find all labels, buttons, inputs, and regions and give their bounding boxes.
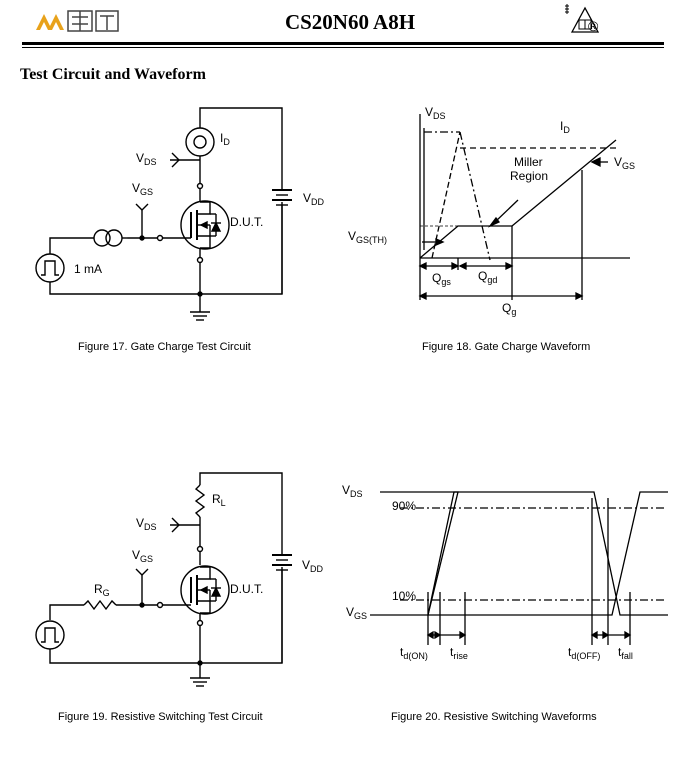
fig19-vgs-label: VGS bbox=[132, 548, 153, 564]
registered-mark: ® bbox=[588, 18, 599, 34]
fig18-vds-label: VDS bbox=[425, 105, 446, 121]
fig20-trise-label: trise bbox=[450, 645, 468, 661]
fig18-vgsth-label: VGS(TH) bbox=[348, 229, 387, 245]
fig20-tfall-label: tfall bbox=[618, 645, 633, 661]
page-header: CS20N60 A8H ® bbox=[0, 0, 700, 48]
fig20-tdoff-label: td(OFF) bbox=[568, 645, 600, 661]
fig18-vgs-label: VGS bbox=[614, 155, 635, 171]
figure-18-gate-charge-waveform: VDS ID Miller Region VGS VGS(TH) Qgs Qgd… bbox=[348, 105, 635, 317]
fig20-tdon-label: td(ON) bbox=[400, 645, 428, 661]
fig18-miller-label-1: Miller bbox=[514, 155, 543, 169]
fig17-vgs-label: VGS bbox=[132, 181, 153, 197]
fig17-dut-label: D.U.T. bbox=[230, 215, 263, 229]
fig20-vgs-label: VGS bbox=[346, 605, 367, 621]
header-rule-thick bbox=[22, 42, 664, 45]
fig19-dut-label: D.U.T. bbox=[230, 582, 263, 596]
figure-20-caption: Figure 20. Resistive Switching Waveforms bbox=[391, 711, 597, 723]
fig18-id-label: ID bbox=[560, 119, 570, 135]
part-number: CS20N60 A8H bbox=[284, 10, 416, 34]
figure-19-caption: Figure 19. Resistive Switching Test Circ… bbox=[58, 711, 263, 723]
fig18-miller-label-2: Region bbox=[510, 169, 548, 183]
fig18-qgd-label: Qgd bbox=[478, 269, 497, 285]
fig17-current-label: 1 mA bbox=[74, 262, 102, 276]
fig17-id-label: ID bbox=[220, 131, 230, 147]
fig18-qgs-label: Qgs bbox=[432, 271, 451, 287]
fig20-90pct-label: 90% bbox=[392, 499, 416, 513]
fig19-vdd-label: VDD bbox=[302, 558, 324, 574]
figure-19-resistive-switching-circuit: RL VDS VGS RG VDD D.U.T. bbox=[35, 472, 324, 687]
company-logo-icon bbox=[36, 10, 119, 32]
figure-17-gate-charge-circuit: VDS VGS ID VDD D.U.T. 1 mA bbox=[35, 107, 325, 321]
fig20-vds-label: VDS bbox=[342, 483, 363, 499]
fig19-vds-label: VDS bbox=[136, 516, 157, 532]
fig19-rl-label: RL bbox=[212, 492, 226, 508]
fig19-rg-label: RG bbox=[94, 582, 110, 598]
fig17-vdd-label: VDD bbox=[303, 191, 325, 207]
fig18-qg-label: Qg bbox=[502, 301, 516, 317]
figure-18-caption: Figure 18. Gate Charge Waveform bbox=[422, 341, 591, 353]
section-title: Test Circuit and Waveform bbox=[20, 66, 206, 83]
certification-mark-icon bbox=[565, 4, 600, 33]
figure-20-resistive-switching-waveform: VDS 90% 10% VGS td(ON) trise td(OFF) tfa… bbox=[342, 483, 668, 661]
fig20-10pct-label: 10% bbox=[392, 589, 416, 603]
fig17-vds-label: VDS bbox=[136, 151, 157, 167]
figure-17-caption: Figure 17. Gate Charge Test Circuit bbox=[78, 341, 251, 353]
header-rule-thin bbox=[22, 47, 664, 48]
